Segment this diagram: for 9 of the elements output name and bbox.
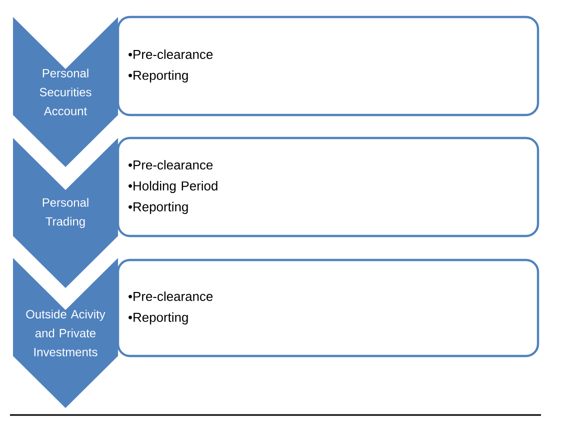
node-label: Personal Securities Account [40, 68, 92, 116]
list-box: •Pre-clearance •Reporting [116, 16, 540, 116]
stage-banner: Personal Trading [13, 138, 118, 288]
node-label: Personal Trading [42, 198, 88, 228]
list-box: •Pre-clearance •Holding Period •Reporting [116, 136, 540, 238]
stage-banner: Outside Acivity and Private Investments [13, 258, 118, 408]
stage-banner: Personal Securities Account [13, 17, 118, 167]
list-box: •Pre-clearance •Reporting [116, 258, 540, 358]
node-label: Outside Acivity and Private Investments [26, 310, 106, 356]
